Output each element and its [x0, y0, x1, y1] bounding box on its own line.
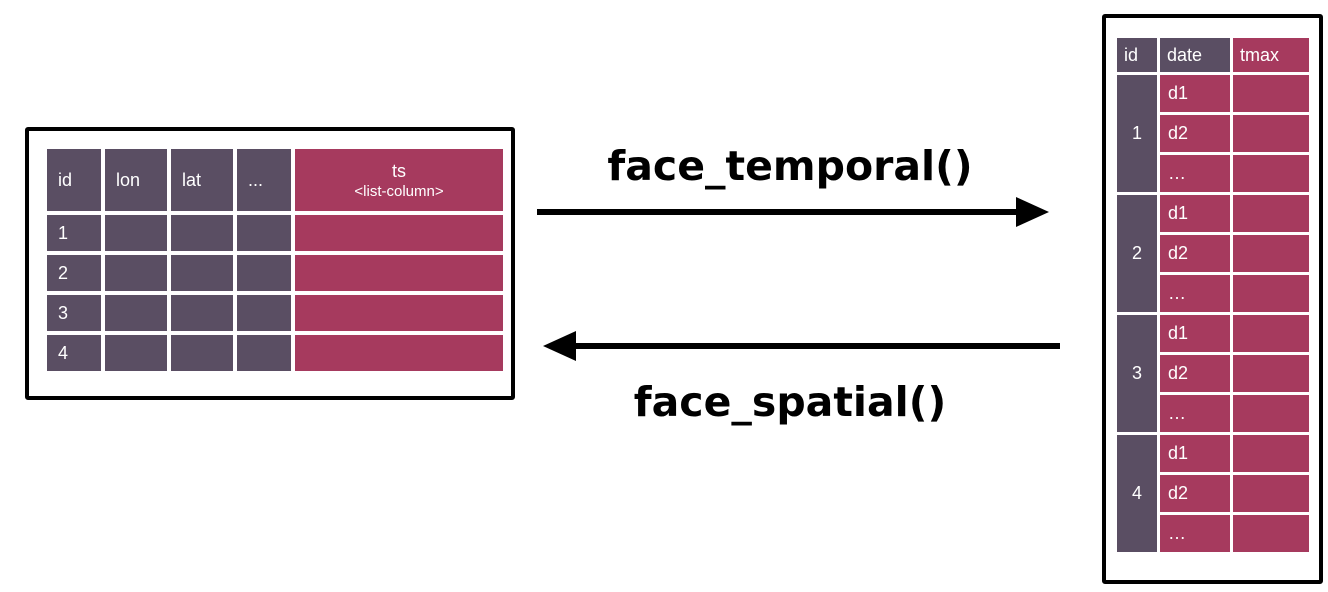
- right-date-cell: d2: [1160, 115, 1230, 152]
- face-temporal-label: face_temporal(): [607, 142, 973, 190]
- right-date-cell: d1: [1160, 75, 1230, 112]
- right-data-row: d2: [1117, 235, 1309, 272]
- left-empty-cell: [171, 335, 233, 371]
- right-header-cell: date: [1160, 38, 1230, 72]
- right-date-cell: …: [1160, 275, 1230, 312]
- right-id-cell: 2: [1117, 195, 1157, 312]
- right-date-cell: …: [1160, 395, 1230, 432]
- left-arrowhead-icon: [543, 331, 576, 361]
- right-date-cell: d2: [1160, 475, 1230, 512]
- left-id-cell: 4: [47, 335, 101, 371]
- right-id-cell: 3: [1117, 315, 1157, 432]
- right-date-cell: …: [1160, 515, 1230, 552]
- right-tmax-cell: [1233, 435, 1309, 472]
- right-tmax-cell: [1233, 355, 1309, 392]
- face-spatial-arrow-line: [576, 343, 1060, 349]
- right-data-row: …: [1117, 395, 1309, 432]
- right-date-cell: d1: [1160, 315, 1230, 352]
- right-date-cell: d2: [1160, 355, 1230, 392]
- left-empty-cell: [105, 295, 167, 331]
- right-tmax-cell: [1233, 155, 1309, 192]
- right-tmax-cell: [1233, 235, 1309, 272]
- right-header-cell: id: [1117, 38, 1157, 72]
- left-empty-cell: [171, 255, 233, 291]
- left-empty-cell: [171, 295, 233, 331]
- right-data-row: …: [1117, 275, 1309, 312]
- right-data-row: …: [1117, 155, 1309, 192]
- left-empty-cell: [171, 215, 233, 251]
- right-tmax-cell: [1233, 115, 1309, 152]
- left-header-cell: ts<list-column>: [295, 149, 503, 211]
- left-id-cell: 2: [47, 255, 101, 291]
- right-date-cell: d1: [1160, 435, 1230, 472]
- left-data-row: 1: [47, 215, 503, 251]
- left-empty-cell: [295, 295, 503, 331]
- right-tmax-cell: [1233, 275, 1309, 312]
- face-temporal-arrow-line: [537, 209, 1017, 215]
- left-empty-cell: [105, 255, 167, 291]
- left-header-cell: lon: [105, 149, 167, 211]
- ts-header-main-label: ts: [391, 160, 406, 181]
- left-id-cell: 1: [47, 215, 101, 251]
- right-date-cell: d2: [1160, 235, 1230, 272]
- left-data-row: 4: [47, 335, 503, 371]
- face-spatial-label: face_spatial(): [633, 378, 947, 426]
- right-tmax-cell: [1233, 475, 1309, 512]
- right-tmax-cell: [1233, 315, 1309, 352]
- left-empty-cell: [295, 215, 503, 251]
- left-data-row: 2: [47, 255, 503, 291]
- left-empty-cell: [295, 255, 503, 291]
- right-id-cell: 4: [1117, 435, 1157, 552]
- right-date-cell: …: [1160, 155, 1230, 192]
- left-empty-cell: [237, 295, 291, 331]
- left-empty-cell: [105, 215, 167, 251]
- right-data-row: …: [1117, 515, 1309, 552]
- right-data-row: d2: [1117, 115, 1309, 152]
- left-empty-cell: [237, 335, 291, 371]
- left-header-cell: lat: [171, 149, 233, 211]
- right-header-cell: tmax: [1233, 38, 1309, 72]
- left-empty-cell: [295, 335, 503, 371]
- right-tmax-cell: [1233, 195, 1309, 232]
- right-tmax-cell: [1233, 515, 1309, 552]
- right-arrowhead-icon: [1016, 197, 1049, 227]
- right-tmax-cell: [1233, 395, 1309, 432]
- ts-header-sub-label: <list-column>: [354, 182, 444, 200]
- right-tmax-cell: [1233, 75, 1309, 112]
- left-data-row: 3: [47, 295, 503, 331]
- right-data-row: d2: [1117, 475, 1309, 512]
- right-id-cell: 1: [1117, 75, 1157, 192]
- left-empty-cell: [105, 335, 167, 371]
- left-empty-cell: [237, 255, 291, 291]
- left-header-cell: ...: [237, 149, 291, 211]
- right-date-cell: d1: [1160, 195, 1230, 232]
- right-data-row: d2: [1117, 355, 1309, 392]
- left-empty-cell: [237, 215, 291, 251]
- left-header-cell: id: [47, 149, 101, 211]
- left-id-cell: 3: [47, 295, 101, 331]
